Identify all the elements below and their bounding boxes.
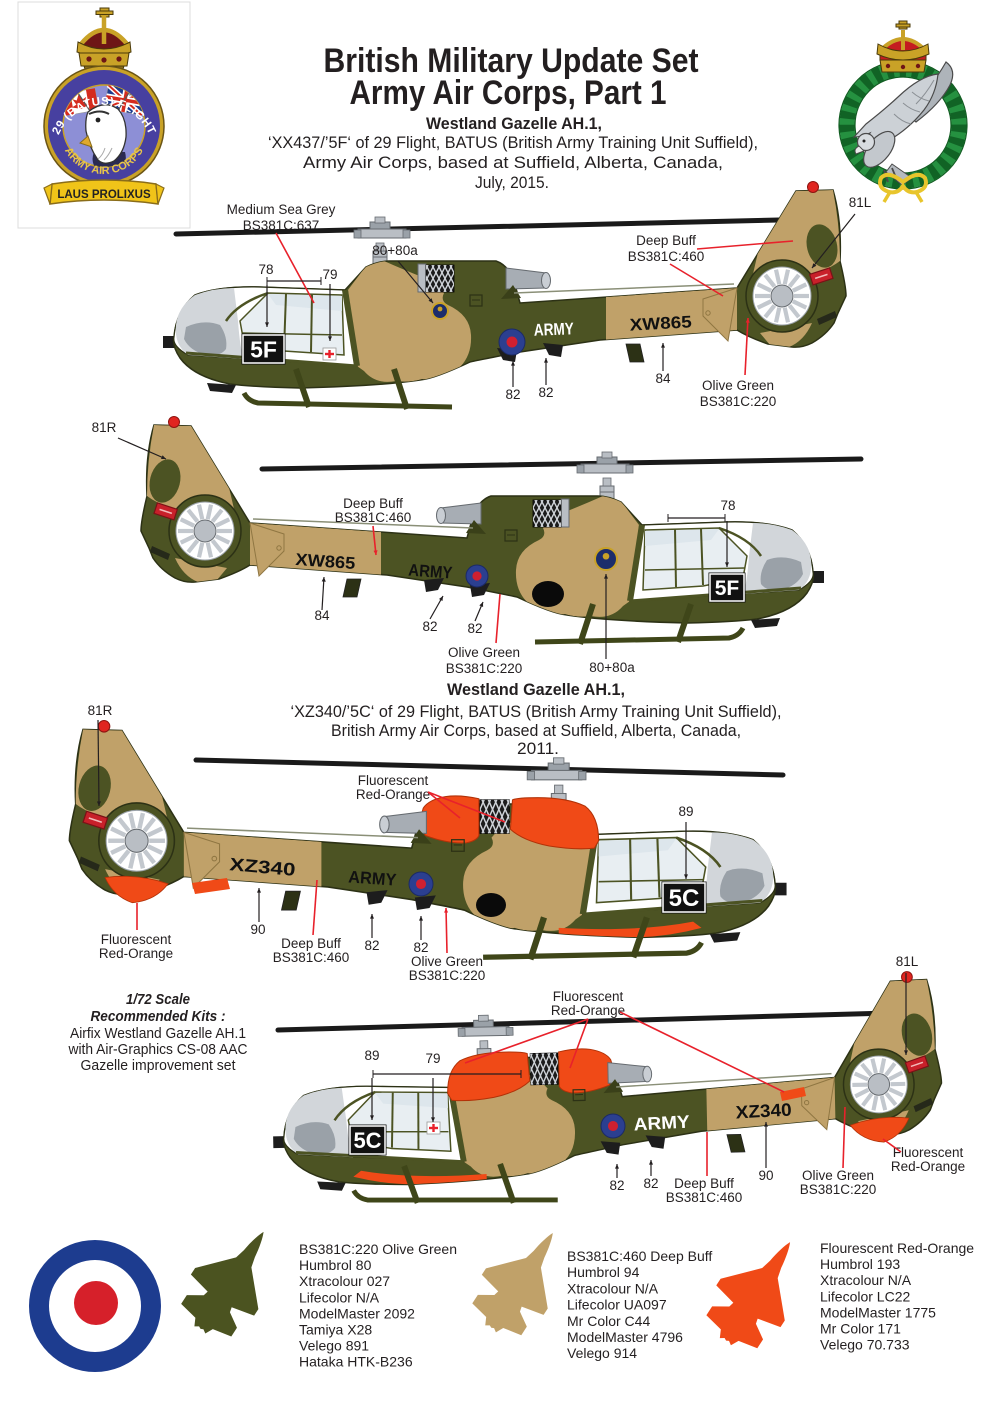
svg-text:5F: 5F bbox=[715, 577, 740, 600]
svg-text:July, 2015.: July, 2015. bbox=[475, 174, 549, 192]
svg-text:BS381C:220: BS381C:220 bbox=[409, 968, 486, 983]
svg-text:XZ340: XZ340 bbox=[735, 1100, 792, 1123]
svg-text:Medium Sea Grey: Medium Sea Grey bbox=[227, 202, 336, 217]
svg-text:ARMY: ARMY bbox=[348, 867, 398, 889]
svg-text:XW865: XW865 bbox=[629, 312, 692, 334]
svg-text:BS381C:460 Deep Buff: BS381C:460 Deep Buff bbox=[567, 1248, 712, 1264]
svg-text:Olive Green: Olive Green bbox=[802, 1168, 874, 1183]
svg-text:XW865: XW865 bbox=[295, 550, 356, 573]
svg-text:‘XX437/’5F‘ of 29 Flight, BATU: ‘XX437/’5F‘ of 29 Flight, BATUS (British… bbox=[268, 134, 758, 152]
svg-text:Lifecolor LC22: Lifecolor LC22 bbox=[820, 1288, 910, 1304]
svg-text:Army Air Corps, based at Suffi: Army Air Corps, based at Suffield, Alber… bbox=[303, 154, 723, 172]
svg-text:Recommended Kits :: Recommended Kits : bbox=[91, 1008, 226, 1025]
svg-text:ARMY: ARMY bbox=[533, 319, 574, 339]
svg-text:Humbrol 193: Humbrol 193 bbox=[820, 1256, 900, 1272]
svg-text:Flourescent Red-Orange: Flourescent Red-Orange bbox=[820, 1240, 974, 1256]
svg-text:Lifecolor N/A: Lifecolor N/A bbox=[299, 1289, 380, 1305]
svg-text:Red-Orange: Red-Orange bbox=[891, 1159, 965, 1174]
svg-text:‘XZ340/’5C‘ of 29 Flight, BATU: ‘XZ340/’5C‘ of 29 Flight, BATUS (British… bbox=[291, 703, 782, 721]
svg-text:90: 90 bbox=[250, 922, 265, 937]
svg-text:Humbrol 94: Humbrol 94 bbox=[567, 1264, 640, 1280]
svg-text:Olive Green: Olive Green bbox=[702, 378, 774, 393]
svg-text:Xtracolour N/A: Xtracolour N/A bbox=[820, 1272, 912, 1288]
svg-text:Lifecolor UA097: Lifecolor UA097 bbox=[567, 1297, 667, 1313]
svg-text:Gazelle improvement set: Gazelle improvement set bbox=[81, 1058, 236, 1074]
svg-text:Hataka HTK-B236: Hataka HTK-B236 bbox=[299, 1354, 413, 1370]
svg-text:Red-Orange: Red-Orange bbox=[99, 946, 173, 961]
svg-text:81R: 81R bbox=[88, 703, 113, 718]
svg-text:Deep Buff: Deep Buff bbox=[674, 1176, 734, 1191]
svg-text:80+80a: 80+80a bbox=[372, 243, 418, 258]
svg-text:82: 82 bbox=[364, 938, 379, 953]
svg-text:82: 82 bbox=[538, 385, 553, 400]
svg-text:Tamiya X28: Tamiya X28 bbox=[299, 1322, 372, 1338]
svg-text:ARMY: ARMY bbox=[408, 561, 454, 583]
svg-text:LAUS PROLIXUS: LAUS PROLIXUS bbox=[57, 189, 151, 201]
svg-text:BS381C:220: BS381C:220 bbox=[446, 661, 523, 676]
svg-text:78: 78 bbox=[258, 262, 273, 277]
svg-text:BS381C:460: BS381C:460 bbox=[666, 1190, 743, 1205]
svg-text:2011.: 2011. bbox=[517, 740, 559, 758]
svg-text:82: 82 bbox=[609, 1178, 624, 1193]
svg-text:Mr Color C44: Mr Color C44 bbox=[567, 1313, 650, 1329]
svg-text:Fluorescent: Fluorescent bbox=[101, 932, 172, 947]
svg-text:89: 89 bbox=[364, 1048, 379, 1063]
svg-text:Deep Buff: Deep Buff bbox=[281, 936, 341, 951]
svg-text:Mr Color 171: Mr Color 171 bbox=[820, 1321, 901, 1337]
svg-text:5C: 5C bbox=[669, 885, 700, 912]
svg-text:1/72 Scale: 1/72 Scale bbox=[126, 991, 190, 1008]
svg-text:82: 82 bbox=[467, 621, 482, 636]
svg-text:5F: 5F bbox=[250, 336, 277, 362]
svg-text:Deep Buff: Deep Buff bbox=[636, 233, 696, 248]
svg-text:5C: 5C bbox=[353, 1128, 381, 1153]
svg-text:Velego 914: Velego 914 bbox=[567, 1345, 637, 1361]
svg-text:BS381C:460: BS381C:460 bbox=[273, 950, 350, 965]
svg-text:ModelMaster 2092: ModelMaster 2092 bbox=[299, 1305, 415, 1321]
svg-text:80+80a: 80+80a bbox=[589, 660, 635, 675]
svg-text:Airfix Westland Gazelle AH.1: Airfix Westland Gazelle AH.1 bbox=[70, 1026, 246, 1042]
svg-text:81R: 81R bbox=[92, 420, 117, 435]
svg-text:Red-Orange: Red-Orange bbox=[356, 787, 430, 802]
svg-text:BS381C:637: BS381C:637 bbox=[243, 218, 320, 233]
svg-text:84: 84 bbox=[314, 608, 330, 623]
svg-text:90: 90 bbox=[758, 1168, 773, 1183]
svg-text:81L: 81L bbox=[849, 195, 872, 210]
svg-text:British Army Air Corps, based: British Army Air Corps, based at Suffiel… bbox=[331, 722, 741, 740]
svg-text:Xtracolour N/A: Xtracolour N/A bbox=[567, 1280, 659, 1296]
svg-text:78: 78 bbox=[720, 498, 735, 513]
svg-text:Red-Orange: Red-Orange bbox=[551, 1003, 625, 1018]
svg-text:82: 82 bbox=[643, 1176, 658, 1191]
svg-text:82: 82 bbox=[413, 940, 428, 955]
svg-text:BS381C:220: BS381C:220 bbox=[700, 394, 777, 409]
svg-text:British Military Update Set: British Military Update Set bbox=[324, 42, 699, 80]
svg-text:Fluorescent: Fluorescent bbox=[358, 773, 429, 788]
svg-text:Velego 70.733: Velego 70.733 bbox=[820, 1337, 910, 1353]
svg-text:ModelMaster 4796: ModelMaster 4796 bbox=[567, 1329, 683, 1345]
svg-text:Olive Green: Olive Green bbox=[411, 954, 483, 969]
svg-text:ModelMaster 1775: ModelMaster 1775 bbox=[820, 1304, 936, 1320]
svg-text:81L: 81L bbox=[896, 954, 919, 969]
svg-text:Fluorescent: Fluorescent bbox=[893, 1145, 964, 1160]
svg-text:Olive Green: Olive Green bbox=[448, 645, 520, 660]
svg-text:BS381C:460: BS381C:460 bbox=[628, 249, 705, 264]
svg-text:89: 89 bbox=[678, 804, 693, 819]
svg-text:BS381C:220 Olive Green: BS381C:220 Olive Green bbox=[299, 1241, 457, 1257]
svg-text:ARMY: ARMY bbox=[633, 1112, 690, 1135]
svg-text:Army Air Corps, Part 1: Army Air Corps, Part 1 bbox=[350, 74, 667, 112]
svg-text:82: 82 bbox=[505, 387, 520, 402]
svg-text:79: 79 bbox=[425, 1051, 440, 1066]
svg-text:BS381C:460: BS381C:460 bbox=[335, 510, 412, 525]
svg-text:84: 84 bbox=[655, 371, 671, 386]
svg-text:Velego 891: Velego 891 bbox=[299, 1338, 369, 1354]
svg-text:79: 79 bbox=[322, 267, 337, 282]
svg-text:Fluorescent: Fluorescent bbox=[553, 989, 624, 1004]
svg-text:82: 82 bbox=[422, 619, 437, 634]
svg-text:Humbrol 80: Humbrol 80 bbox=[299, 1257, 372, 1273]
svg-text:with Air-Graphics CS-08 AAC: with Air-Graphics CS-08 AAC bbox=[68, 1042, 248, 1058]
svg-text:Westland Gazelle AH.1,: Westland Gazelle AH.1, bbox=[426, 114, 602, 133]
svg-text:Xtracolour 027: Xtracolour 027 bbox=[299, 1273, 390, 1289]
svg-text:Deep Buff: Deep Buff bbox=[343, 496, 403, 511]
svg-text:Westland Gazelle AH.1,: Westland Gazelle AH.1, bbox=[447, 680, 625, 699]
svg-text:BS381C:220: BS381C:220 bbox=[800, 1182, 877, 1197]
